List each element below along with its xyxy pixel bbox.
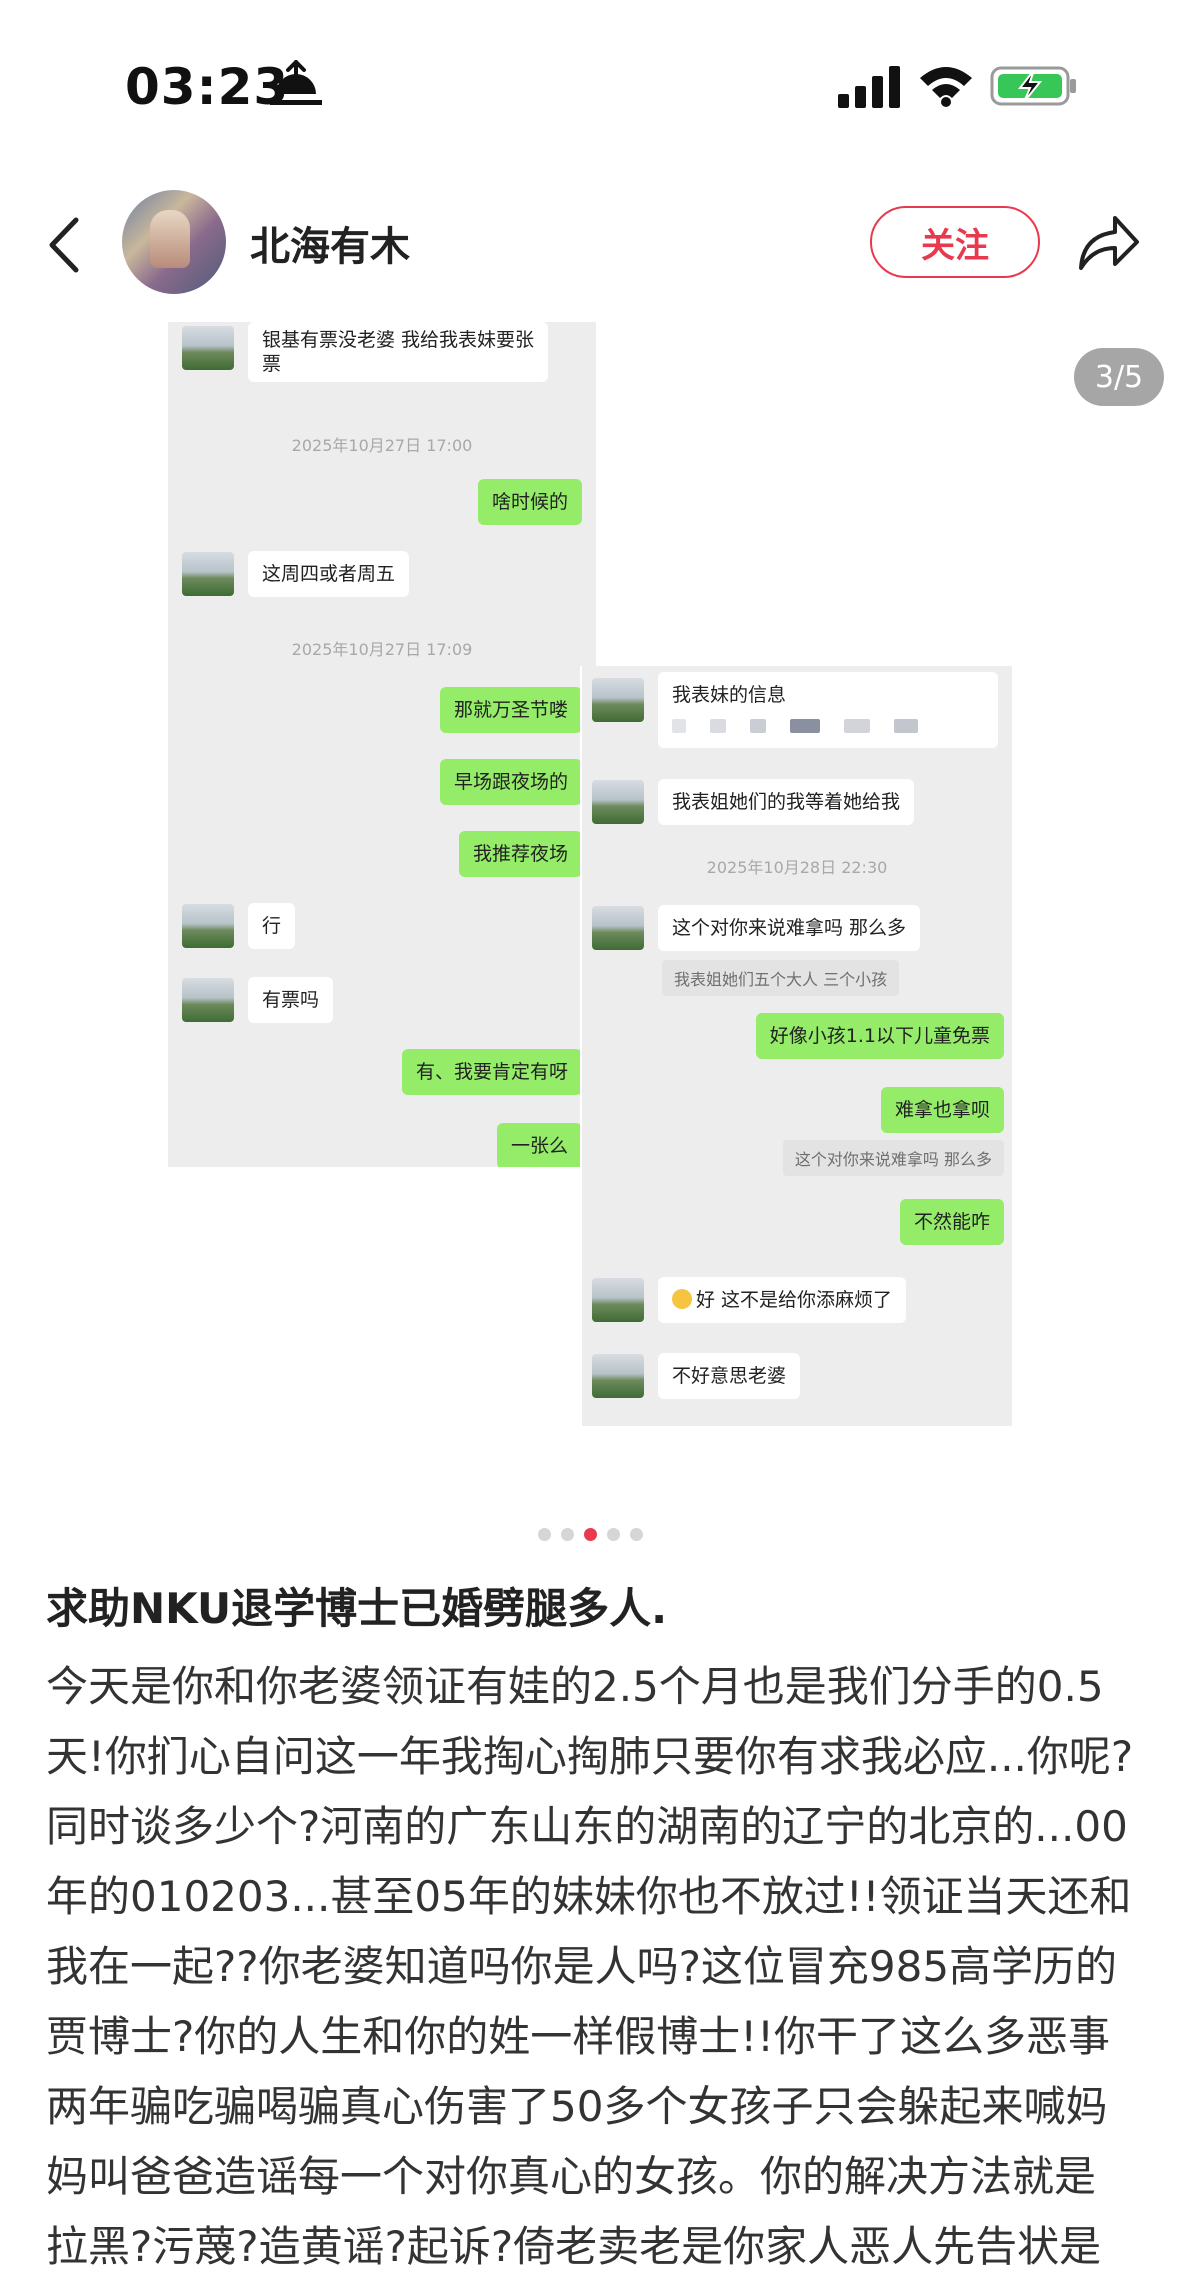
chat-message: 那就万圣节喽 [439, 684, 582, 736]
contact-avatar [592, 780, 644, 824]
chat-text: 好 这不是给你添麻烦了 [696, 1289, 893, 1311]
status-bar: 03:23 [0, 0, 1178, 180]
chat-bubble: 这周四或者周五 [248, 551, 410, 597]
post-body-line: 贾博士?你的人生和你的姓一样假博士!!你干了这么多恶事 [46, 2012, 1110, 2061]
chat-message: 啥时候的 [477, 476, 582, 528]
chat-message: 早场跟夜场的 [439, 756, 582, 808]
contact-avatar [592, 1278, 644, 1322]
carousel-indicator [530, 1524, 650, 1544]
post-body-line: 两年骗吃骗喝骗真心伤害了50多个女孩子只会躲起来喊妈 [46, 2082, 1108, 2131]
chat-bubble: 不好意思老婆 [658, 1353, 801, 1399]
chat-bubble: 好像小孩1.1以下儿童免票 [755, 1013, 1004, 1059]
quoted-message: 这个对你来说难拿吗 那么多 [782, 1140, 1004, 1176]
wifi-icon [920, 67, 972, 107]
image-counter: 3/5 [1074, 348, 1164, 406]
chat-bubble: 这个对你来说难拿吗 那么多 [658, 905, 921, 951]
chat-message: 好 这不是给你添麻烦了 [592, 1274, 907, 1326]
chat-message: 这个对你来说难拿吗 那么多 [592, 902, 921, 954]
contact-avatar [182, 904, 234, 948]
contact-avatar [182, 978, 234, 1022]
chat-bubble: 有、我要肯定有呀 [401, 1049, 582, 1095]
contact-avatar [592, 678, 644, 722]
chat-screenshot-left: 银基有票没老婆 我给我表妹要张 票 2025年10月27日 17:00 啥时候的… [168, 322, 596, 1167]
carousel-dot[interactable] [606, 1527, 620, 1541]
chat-timestamp: 2025年10月28日 22:30 [706, 858, 888, 877]
image-gallery[interactable]: 银基有票没老婆 我给我表妹要张 票 2025年10月27日 17:00 啥时候的… [0, 300, 1178, 1520]
status-time: 03:23 [125, 58, 290, 116]
chat-message: 一张么 [496, 1120, 582, 1167]
post-body: 今天是你和你老婆领证有娃的2.5个月也是我们分手的0.5 天!你扪心自问这一年我… [46, 1652, 1146, 2276]
contact-avatar [182, 326, 234, 370]
chat-text: 银基有票没老婆 我给我表妹要张 [262, 329, 535, 351]
chat-message: 我推荐夜场 [458, 828, 582, 880]
carousel-dot-active[interactable] [583, 1527, 597, 1541]
post-body-line: 拉黑?污蔑?造黄谣?起诉?倚老卖老是你家人恶人先告状是 [46, 2222, 1102, 2271]
chat-bubble: 好 这不是给你添麻烦了 [658, 1277, 907, 1323]
contact-avatar [592, 1354, 644, 1398]
chat-bubble: 我推荐夜场 [458, 831, 582, 877]
chat-text: 我表妹的信息 [672, 684, 787, 706]
chat-bubble: 一张么 [496, 1123, 582, 1167]
emoji-icon [672, 1289, 692, 1309]
sunrise-icon [270, 60, 322, 105]
signal-icon [838, 66, 900, 108]
chat-message: 我表姐她们的我等着她给我 [592, 776, 915, 828]
chat-message: 难拿也拿呗 [880, 1084, 1004, 1136]
chat-message: 有票吗 [182, 974, 334, 1026]
contact-avatar [592, 906, 644, 950]
post-body-line: 今天是你和你老婆领证有娃的2.5个月也是我们分手的0.5 [46, 1662, 1104, 1711]
follow-button[interactable]: 关注 [870, 206, 1040, 278]
chat-bubble: 那就万圣节喽 [439, 687, 582, 733]
chat-bubble: 啥时候的 [477, 479, 582, 525]
chat-message: 不好意思老婆 [592, 1350, 801, 1402]
chat-bubble: 早场跟夜场的 [439, 759, 582, 805]
chat-message: 有、我要肯定有呀 [401, 1046, 582, 1098]
carousel-dot[interactable] [537, 1527, 551, 1541]
user-name[interactable]: 北海有木 [250, 224, 410, 270]
post-header: 北海有木 关注 [0, 190, 1178, 300]
chat-message: 行 [182, 900, 296, 952]
chat-timestamp: 2025年10月27日 17:00 [291, 436, 473, 455]
chat-screenshot-right: 我表妹的信息 我表姐她们的我等着她给我 2025年10月28日 22:30 这个… [582, 666, 1012, 1426]
chat-text: 票 [262, 353, 282, 375]
contact-avatar [182, 552, 234, 596]
carousel-dot[interactable] [560, 1527, 574, 1541]
chat-message: 这周四或者周五 [182, 548, 410, 600]
carousel-dot[interactable] [629, 1527, 643, 1541]
back-icon[interactable] [40, 212, 90, 278]
post-body-line: 年的010203...甚至05年的妹妹你也不放过!!领证当天还和 [46, 1872, 1132, 1921]
chat-message: 我表妹的信息 [592, 672, 998, 772]
post-body-line: 我在一起??你老婆知道吗你是人吗?这位冒充985高学历的 [46, 1942, 1118, 1991]
chat-message: 好像小孩1.1以下儿童免票 [755, 1010, 1004, 1062]
post-body-line: 同时谈多少个?河南的广东山东的湖南的辽宁的北京的...00 [46, 1802, 1128, 1851]
chat-bubble: 行 [248, 903, 296, 949]
post-title: 求助NKU退学博士已婚劈腿多人. [46, 1584, 668, 1633]
chat-timestamp: 2025年10月27日 17:09 [291, 640, 473, 659]
battery-charging-icon [990, 66, 1076, 106]
blurred-info [672, 712, 984, 738]
quoted-message: 我表姐她们五个大人 三个小孩 [662, 960, 900, 996]
post-body-line: 天!你扪心自问这一年我掏心掏肺只要你有求我必应...你呢? [46, 1732, 1134, 1781]
chat-bubble: 难拿也拿呗 [880, 1087, 1004, 1133]
chat-bubble: 有票吗 [248, 977, 334, 1023]
chat-message: 银基有票没老婆 我给我表妹要张 票 [182, 322, 549, 402]
chat-message: 不然能咋 [899, 1196, 1004, 1248]
chat-bubble: 我表姐她们的我等着她给我 [658, 779, 915, 825]
chat-bubble: 不然能咋 [899, 1199, 1004, 1245]
chat-bubble: 我表妹的信息 [658, 672, 998, 748]
chat-bubble: 银基有票没老婆 我给我表妹要张 票 [248, 322, 549, 382]
share-icon[interactable] [1075, 210, 1141, 276]
avatar[interactable] [122, 190, 226, 294]
post-body-line: 妈叫爸爸造谣每一个对你真心的女孩。你的解决方法就是 [46, 2152, 1097, 2201]
